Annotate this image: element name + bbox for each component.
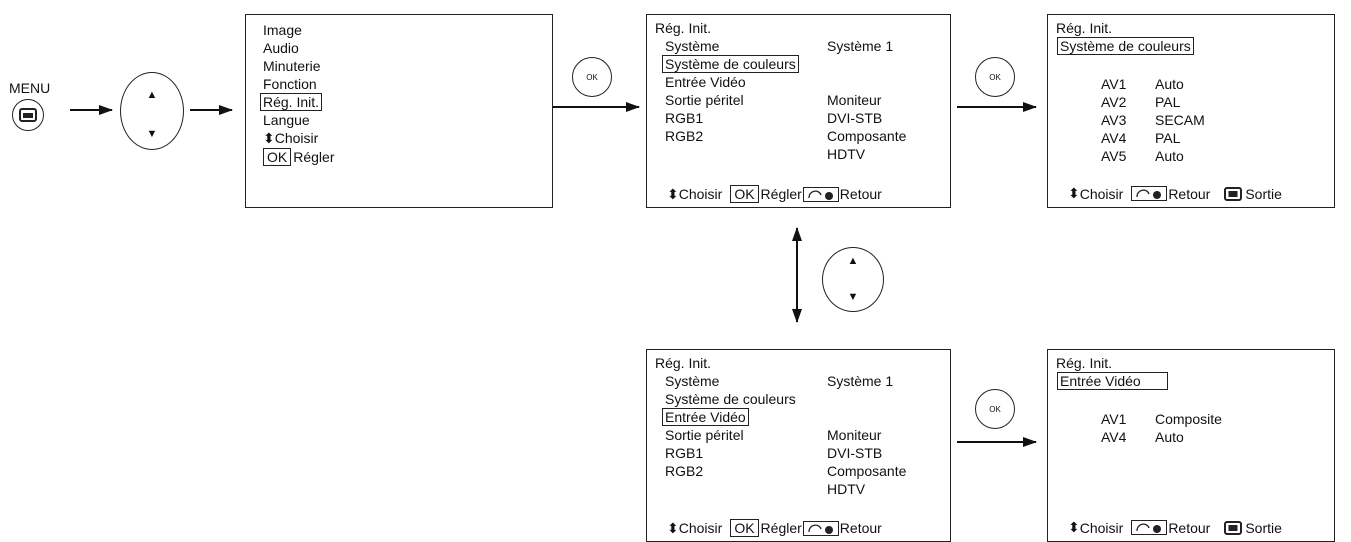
screen-title: Rég. Init. <box>1056 20 1113 36</box>
av2-label[interactable]: AV2 <box>1101 94 1127 110</box>
return-icon <box>802 186 839 202</box>
main-menu-item-init-settings[interactable]: Rég. Init. <box>260 93 323 111</box>
up-down-icon: ⬍ <box>263 130 275 146</box>
row-rgb1-value: DVI-STB <box>827 110 883 126</box>
selected-highlight: Entrée Vidéo <box>1057 372 1168 390</box>
av5-value: Auto <box>1155 148 1184 164</box>
av1-label[interactable]: AV1 <box>1101 411 1127 427</box>
return-icon <box>1131 520 1168 535</box>
row-rgb1-label[interactable]: RGB1 <box>665 445 704 461</box>
main-menu-screen: Image Audio Minuterie Fonction Rég. Init… <box>245 14 553 208</box>
av3-value: SECAM <box>1155 112 1205 128</box>
down-triangle-icon: ▼ <box>847 291 859 303</box>
row-rgb2-label[interactable]: RGB2 <box>665 463 704 479</box>
ok-icon: OK <box>263 148 292 166</box>
ok-icon: OK <box>730 185 759 203</box>
row-scart-output-value: Moniteur <box>827 92 882 108</box>
row-rgb2-value: Composante <box>827 463 907 479</box>
up-triangle-icon: ▲ <box>146 89 158 101</box>
row-rgb2-value-2: HDTV <box>827 481 866 497</box>
row-scart-output-value: Moniteur <box>827 427 882 443</box>
up-triangle-icon: ▲ <box>847 255 859 267</box>
row-rgb2-label[interactable]: RGB2 <box>665 128 704 144</box>
row-rgb1-value: DVI-STB <box>827 445 883 461</box>
row-color-system-label[interactable]: Système de couleurs <box>662 55 799 73</box>
selected-highlight: Système de couleurs <box>662 55 799 73</box>
av1-value: Composite <box>1155 411 1222 427</box>
up-down-icon: ⬍ <box>1068 519 1080 535</box>
exit-icon <box>1224 520 1243 535</box>
screen-title: Rég. Init. <box>1056 355 1113 371</box>
up-down-icon: ⬍ <box>1068 185 1080 201</box>
screen-title: Rég. Init. <box>655 355 712 371</box>
screen-footer: ⬍Choisir Retour Sortie <box>1068 519 1282 536</box>
ok-button-3[interactable]: OK <box>975 389 1015 429</box>
init-menu-a-screen: Rég. Init. Système Système 1 Système de … <box>646 14 951 208</box>
row-rgb2-value-2: HDTV <box>827 146 866 162</box>
menu-label: MENU <box>9 80 51 96</box>
color-system-screen: Rég. Init. Système de couleurs AV1 Auto … <box>1047 14 1335 208</box>
av5-label[interactable]: AV5 <box>1101 148 1127 164</box>
row-color-system-label[interactable]: Système de couleurs <box>665 391 796 407</box>
row-scart-output-label[interactable]: Sortie péritel <box>665 92 744 108</box>
menu-button[interactable] <box>12 99 44 131</box>
exit-icon <box>1224 186 1243 201</box>
av4-label[interactable]: AV4 <box>1101 429 1127 445</box>
row-video-input-label[interactable]: Entrée Vidéo <box>662 408 749 426</box>
dpad-up-down-2[interactable]: ▲ ▼ <box>822 247 884 312</box>
init-menu-b-screen: Rég. Init. Système Système 1 Système de … <box>646 349 951 542</box>
av2-value: PAL <box>1155 94 1181 110</box>
row-rgb1-label[interactable]: RGB1 <box>665 110 704 126</box>
selected-highlight: Système de couleurs <box>1057 37 1194 55</box>
up-down-icon: ⬍ <box>667 519 679 536</box>
row-scart-output-label[interactable]: Sortie péritel <box>665 427 744 443</box>
selected-highlight: Entrée Vidéo <box>662 408 749 426</box>
ok-button-1[interactable]: OK <box>572 57 612 97</box>
choose-hint: ⬍Choisir <box>263 130 319 146</box>
main-menu-item-timer[interactable]: Minuterie <box>263 58 321 74</box>
row-system-label[interactable]: Système <box>665 38 720 54</box>
screen-title: Rég. Init. <box>655 20 712 36</box>
main-menu-item-image[interactable]: Image <box>263 22 302 38</box>
screen-subtitle: Système de couleurs <box>1057 37 1194 55</box>
av1-value: Auto <box>1155 76 1184 92</box>
ok-button-2[interactable]: OK <box>975 57 1015 97</box>
av4-value: PAL <box>1155 130 1181 146</box>
av4-value: Auto <box>1155 429 1184 445</box>
video-input-screen: Rég. Init. Entrée Vidéo AV1 Composite AV… <box>1047 349 1335 542</box>
main-menu-item-function[interactable]: Fonction <box>263 76 317 92</box>
dpad-up-down-1[interactable]: ▲ ▼ <box>120 72 184 150</box>
row-rgb2-value: Composante <box>827 128 907 144</box>
av4-label[interactable]: AV4 <box>1101 130 1127 146</box>
screen-footer: ⬍Choisir Retour Sortie <box>1068 185 1282 202</box>
return-icon <box>802 520 839 536</box>
row-video-input-label[interactable]: Entrée Vidéo <box>665 74 746 90</box>
av1-label[interactable]: AV1 <box>1101 76 1127 92</box>
selected-highlight: Rég. Init. <box>260 93 323 111</box>
main-menu-item-audio[interactable]: Audio <box>263 40 299 56</box>
screen-subtitle: Entrée Vidéo <box>1057 372 1168 390</box>
menu-icon <box>19 108 37 122</box>
row-system-label[interactable]: Système <box>665 373 720 389</box>
ok-icon: OK <box>730 519 759 537</box>
return-icon <box>1131 186 1168 201</box>
row-system-value: Système 1 <box>827 38 894 54</box>
av3-label[interactable]: AV3 <box>1101 112 1127 128</box>
up-down-icon: ⬍ <box>667 185 679 202</box>
main-menu-item-language[interactable]: Langue <box>263 112 310 128</box>
down-triangle-icon: ▼ <box>146 128 158 140</box>
row-system-value: Système 1 <box>827 373 894 389</box>
